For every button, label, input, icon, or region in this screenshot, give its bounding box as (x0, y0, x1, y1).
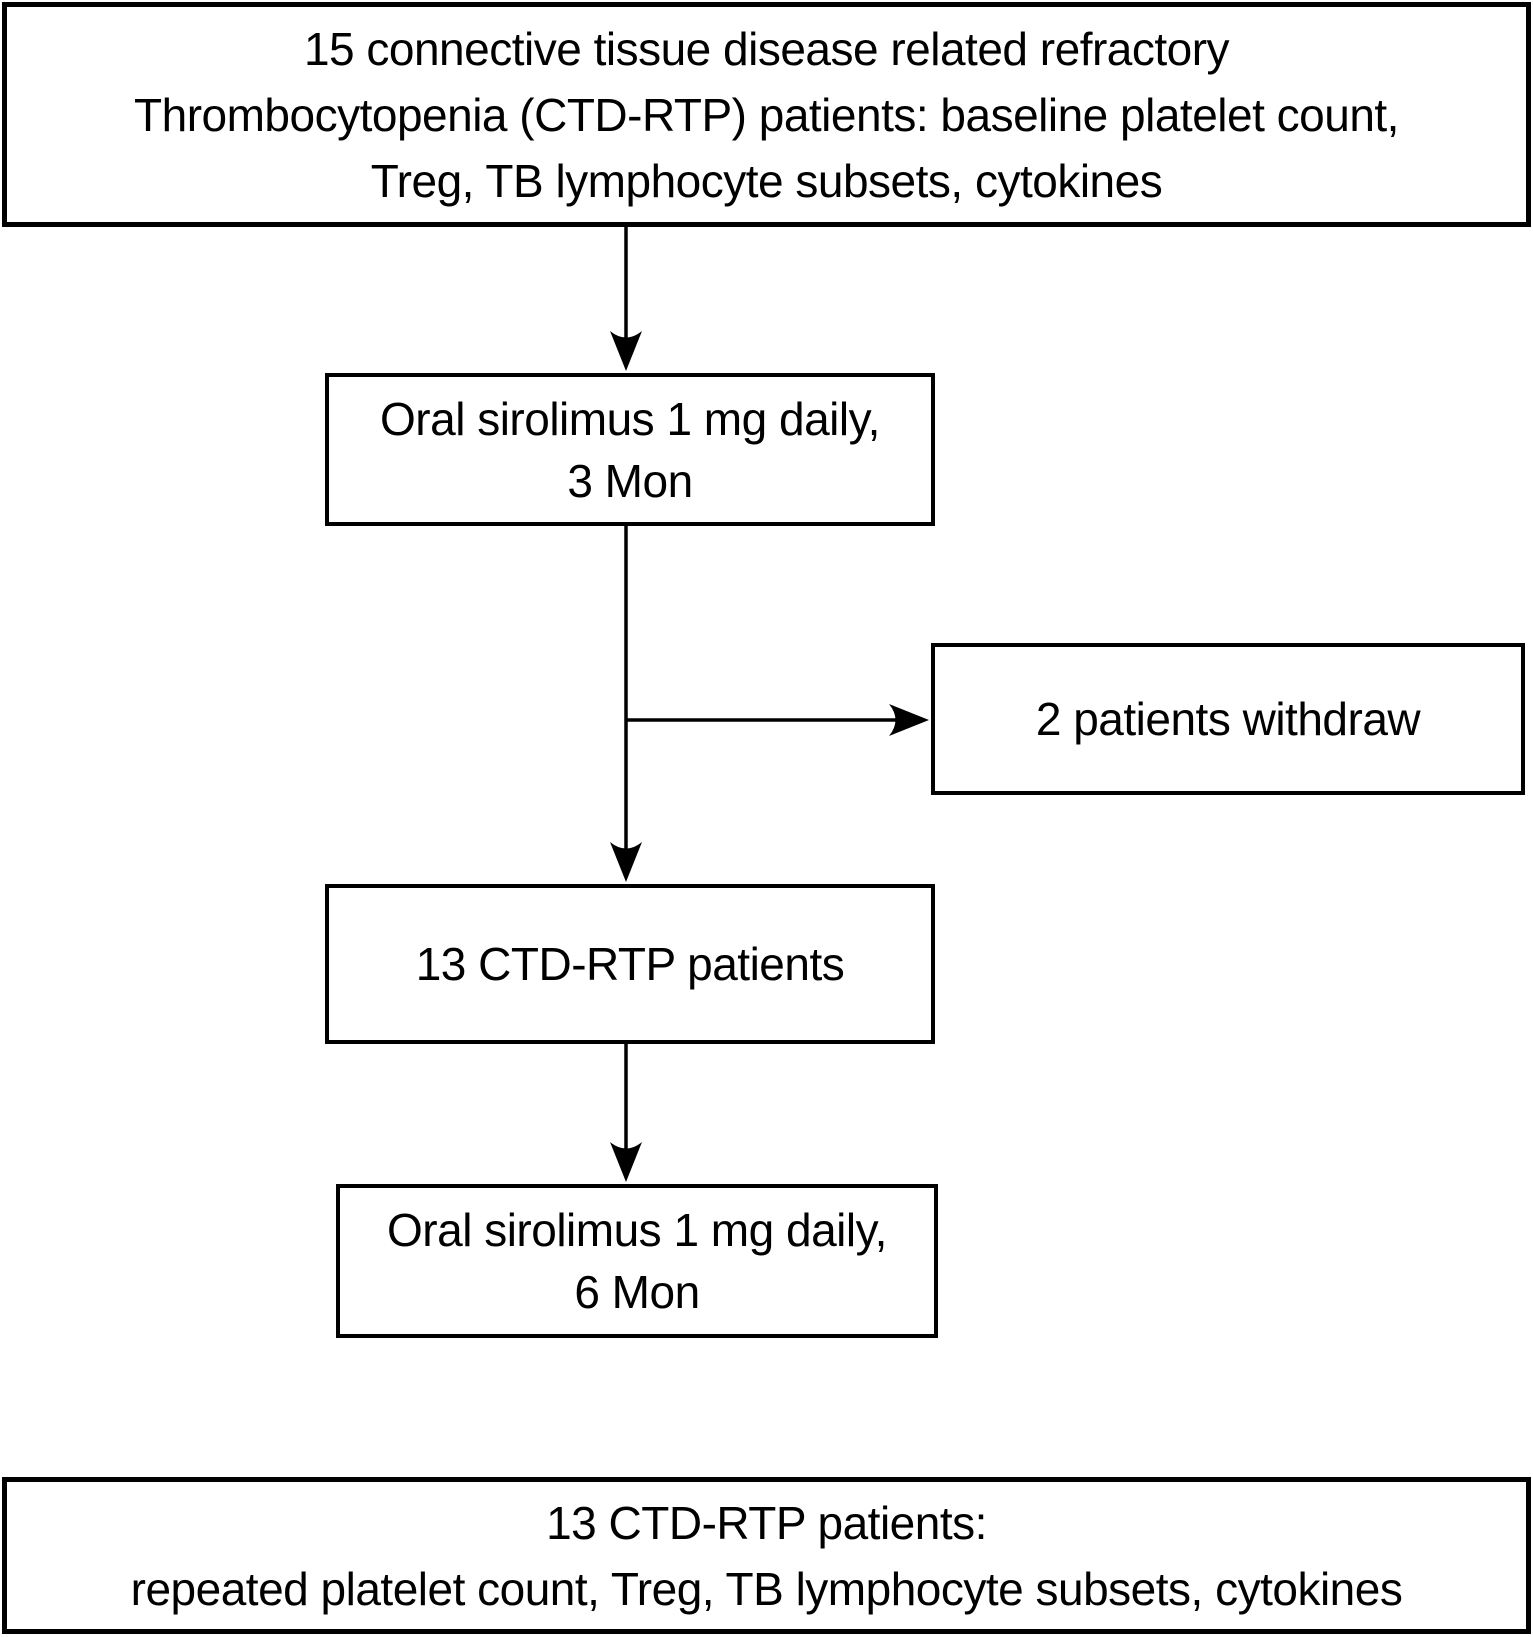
arrow-branch-to-withdraw-head (889, 704, 929, 736)
treatment-3mon-box: Oral sirolimus 1 mg daily, 3 Mon (325, 373, 935, 526)
treatment-6mon-box: Oral sirolimus 1 mg daily, 6 Mon (336, 1184, 938, 1338)
remaining-patients-box-text: 13 CTD-RTP patients (415, 938, 845, 990)
treatment-6mon-box-text: Oral sirolimus 1 mg daily, 6 Mon (387, 1204, 887, 1318)
withdraw-box-text: 2 patients withdraw (1035, 693, 1421, 745)
remaining-patients-box: 13 CTD-RTP patients (325, 884, 935, 1044)
outcome-box-text: 13 CTD-RTP patients: repeated platelet c… (130, 1496, 1403, 1615)
arrow-3mon-to-remaining-head (610, 842, 642, 882)
treatment-3mon-box-text: Oral sirolimus 1 mg daily, 3 Mon (380, 392, 880, 507)
arrow-enrollment-to-3mon-head (610, 331, 642, 371)
arrow-remaining-to-6mon-head (610, 1142, 642, 1182)
enrollment-box: 15 connective tissue disease related ref… (2, 2, 1531, 227)
outcome-box: 13 CTD-RTP patients: repeated platelet c… (2, 1477, 1531, 1634)
enrollment-box-text: 15 connective tissue disease related ref… (134, 22, 1399, 207)
withdraw-box: 2 patients withdraw (931, 643, 1525, 795)
